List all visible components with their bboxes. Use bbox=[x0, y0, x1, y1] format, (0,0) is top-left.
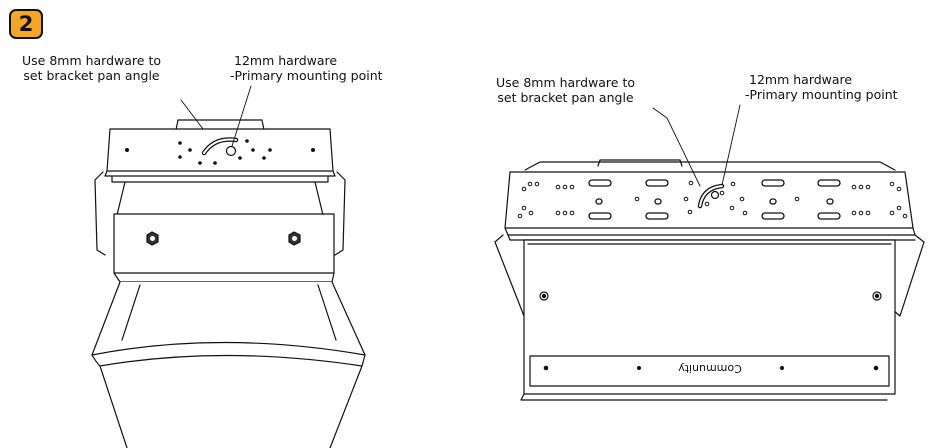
step-number-badge: 2 bbox=[9, 9, 43, 39]
left-8mm-callout: Use 8mm hardware to set bracket pan angl… bbox=[22, 53, 161, 83]
left-12mm-callout: 12mm hardware -Primary mounting point bbox=[230, 53, 383, 83]
right-12mm-callout: 12mm hardware -Primary mounting point bbox=[745, 72, 898, 102]
left-12mm-callout-line1: 12mm hardware bbox=[234, 53, 338, 68]
right-8mm-callout: Use 8mm hardware to set bracket pan angl… bbox=[496, 75, 635, 105]
brand-label: Community bbox=[678, 362, 742, 375]
left-8mm-callout-line2: set bracket pan angle bbox=[23, 68, 160, 83]
left-8mm-callout-line1: Use 8mm hardware to bbox=[22, 53, 162, 68]
left-12mm-callout-line2: -Primary mounting point bbox=[230, 68, 383, 83]
right-8mm-callout-line2: set bracket pan angle bbox=[497, 90, 634, 105]
right-12mm-callout-line2: -Primary mounting point bbox=[745, 87, 898, 102]
right-8mm-callout-line1: Use 8mm hardware to bbox=[496, 75, 636, 90]
right-12mm-callout-line1: 12mm hardware bbox=[749, 72, 853, 87]
